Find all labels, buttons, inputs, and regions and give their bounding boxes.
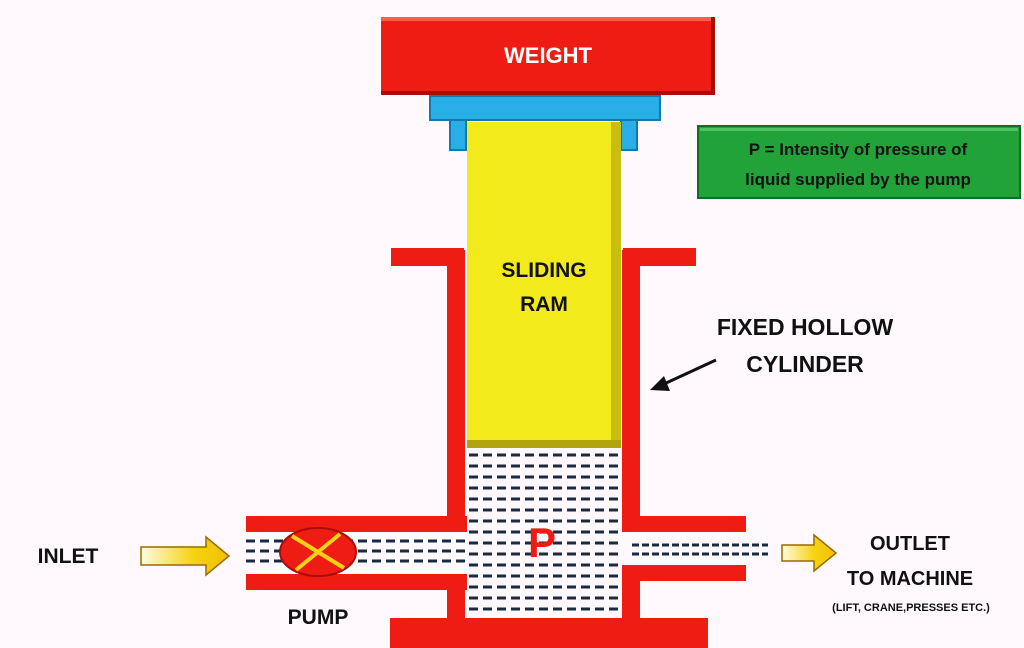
outlet-arrow-icon — [781, 533, 838, 573]
pressure-symbol: P — [528, 519, 556, 566]
ram-label-line-1: SLIDING — [501, 259, 586, 282]
liquid-in-inlet — [246, 539, 470, 563]
pump-icon — [279, 527, 357, 577]
ram-label-line-2: RAM — [520, 293, 568, 316]
inlet-arrow-icon — [140, 535, 231, 577]
pump-label: PUMP — [288, 606, 349, 629]
outlet-label-line-1: OUTLET — [870, 533, 950, 555]
weight-block: WEIGHT — [381, 17, 715, 95]
outlet-label-line-2: TO MACHINE — [847, 568, 973, 590]
weight-label: WEIGHT — [504, 43, 593, 68]
liquid-in-outlet — [632, 543, 768, 556]
sliding-ram: SLIDING RAM — [467, 122, 621, 448]
cylinder-pointer-arrow-icon — [650, 358, 717, 391]
legend-line-1: P = Intensity of pressure of — [749, 140, 968, 159]
ram-cap — [429, 95, 661, 151]
pressure-legend-box: P = Intensity of pressure of liquid supp… — [697, 125, 1021, 199]
fixed-hollow-cylinder — [390, 248, 708, 648]
liquid-in-chamber — [469, 453, 620, 611]
legend-line-2: liquid supplied by the pump — [745, 170, 971, 189]
outlet-pipe — [622, 516, 746, 581]
cylinder-label-line-1: FIXED HOLLOW — [717, 314, 894, 340]
inlet-label: INLET — [38, 545, 99, 568]
cylinder-label-line-2: CYLINDER — [746, 351, 864, 377]
outlet-note: (LIFT, CRANE,PRESSES ETC.) — [832, 602, 990, 614]
inlet-pipe — [246, 516, 467, 590]
